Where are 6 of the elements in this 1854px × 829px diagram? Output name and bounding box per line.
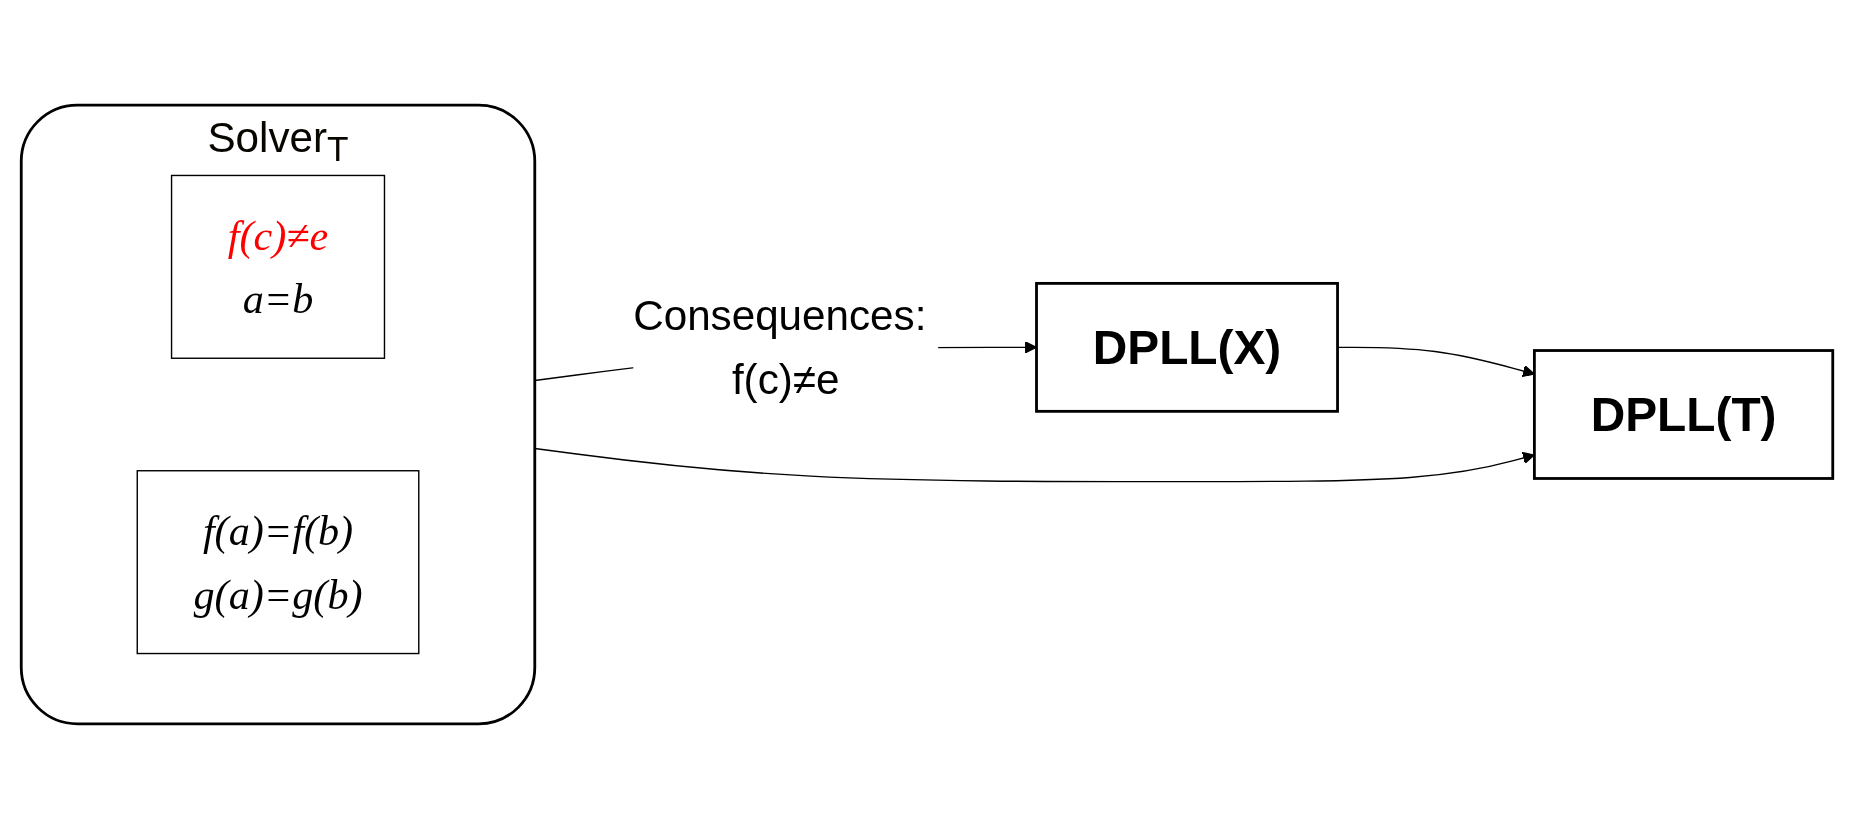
node-box: f(a)=f(b) g(a)=g(b) <box>136 470 420 655</box>
node-box: f(c)≠e a=b <box>170 174 386 359</box>
node-box: DPLL(T) <box>1533 349 1835 480</box>
node-box: DPLL(X) <box>1035 281 1339 413</box>
arrow <box>534 447 1535 483</box>
edge-label: Consequences: f(c)≠e <box>633 292 927 403</box>
